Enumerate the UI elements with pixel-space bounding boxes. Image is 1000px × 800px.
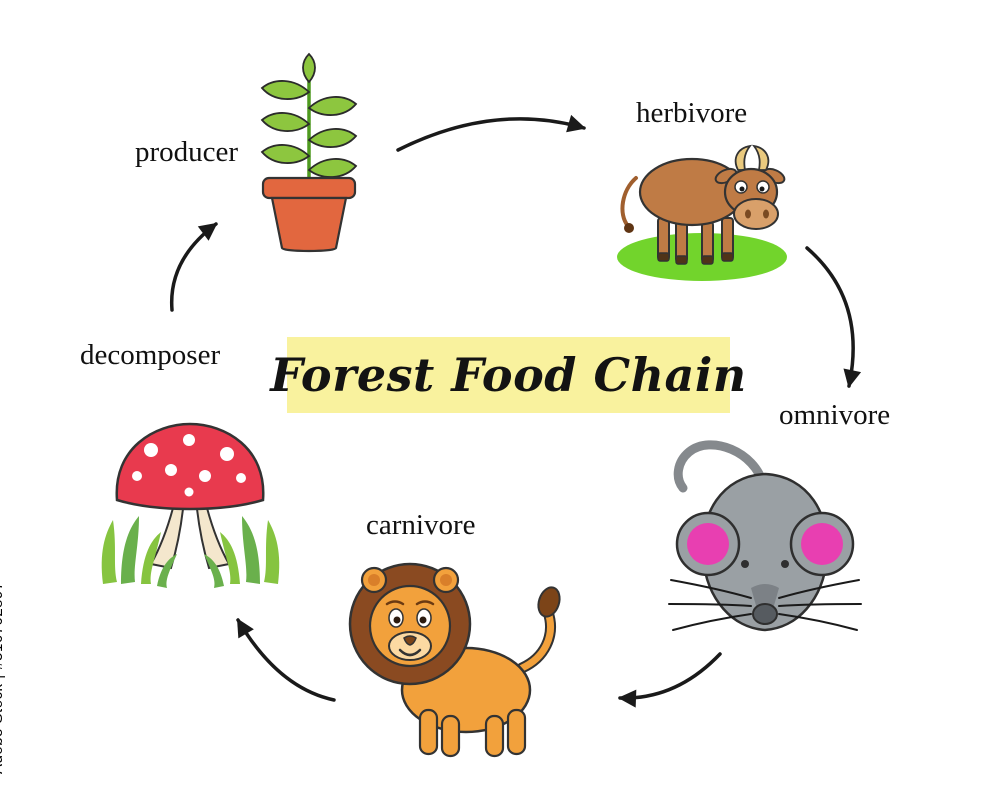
grass-blade: [121, 516, 139, 584]
plant-leaf: [260, 112, 311, 132]
pot-body: [270, 196, 348, 253]
lion-inner-ear: [368, 574, 380, 586]
mushroom-spot: [199, 470, 211, 482]
mushroom-spot: [236, 473, 246, 483]
lion-pupil: [393, 616, 401, 624]
watermark-text: Adobe Stock | #516702897: [0, 581, 6, 774]
lion-muzzle: [388, 631, 432, 661]
lion-pupil: [419, 616, 427, 624]
mushroom-spot: [144, 443, 158, 457]
mushroom-spot: [183, 434, 195, 446]
lion-inner-ear: [440, 574, 452, 586]
grass-blade: [220, 532, 240, 584]
cow-nostril: [763, 209, 769, 219]
label-carnivore: carnivore: [366, 509, 476, 541]
plant-leaf: [307, 158, 358, 178]
label-herbivore: herbivore: [636, 97, 748, 129]
plant-leaf: [307, 96, 358, 116]
cow-pupil: [759, 186, 765, 192]
grass-blade: [141, 532, 161, 584]
lion-leg: [506, 708, 527, 756]
plant-leaf: [307, 128, 358, 148]
mushroom-illustration: [101, 422, 280, 588]
grass-blade: [101, 520, 117, 584]
mouse-whisker: [672, 613, 752, 631]
mushroom-spot: [132, 471, 142, 481]
plant-leaf: [260, 144, 311, 164]
lion-leg: [440, 714, 461, 758]
lion-tail: [518, 608, 554, 672]
lion-mouth: [398, 648, 422, 657]
arrow-producer-to-herbivore: [396, 114, 586, 152]
lion-illustration: [348, 562, 561, 758]
cow-hoof: [721, 252, 734, 262]
arrow-decomposer-to-producer: [169, 222, 218, 312]
label-omnivore: omnivore: [779, 399, 891, 431]
diagram-title: Forest Food Chain: [270, 348, 747, 402]
mouse-inner-ear: [687, 523, 729, 565]
grass-blade: [204, 554, 224, 588]
lion-eyebrow: [385, 600, 405, 606]
mouse-nose: [752, 603, 778, 625]
cow-hoof: [701, 255, 714, 265]
cow-muzzle: [733, 198, 779, 230]
lion-nose: [403, 635, 417, 646]
grass-blade: [157, 554, 177, 588]
cow-hoof: [675, 255, 688, 265]
potted-plant-illustration: [260, 52, 358, 253]
mouse-tail: [673, 440, 768, 493]
arrow-herbivore-to-omnivore: [805, 246, 862, 388]
mouse-eye: [741, 560, 749, 568]
lion-leg: [418, 708, 439, 756]
pot-rim: [261, 176, 357, 200]
mouse-whisker: [668, 603, 752, 607]
mouse-whisker: [670, 579, 752, 599]
cow-tail: [620, 176, 638, 228]
cow-tail-tuft: [624, 223, 634, 233]
lion-eyebrow: [415, 600, 435, 606]
cow-nostril: [745, 209, 751, 219]
grass-blade: [242, 516, 260, 584]
lion-leg: [484, 714, 505, 758]
lion-tail-tuft: [537, 586, 561, 618]
mouse-inner-ear: [801, 523, 843, 565]
mushroom-spot: [184, 487, 194, 497]
mushroom-spot: [165, 464, 177, 476]
plant-leaf: [260, 80, 311, 100]
label-decomposer: decomposer: [80, 339, 221, 371]
mouse-whisker: [778, 613, 858, 631]
mushroom-stem: [149, 506, 185, 570]
arrow-carnivore-to-decomposer: [236, 618, 336, 702]
mushroom-spot: [220, 447, 234, 461]
mouse-illustration: [668, 440, 862, 632]
mouse-eye: [781, 560, 789, 568]
plant-top-leaf: [302, 52, 316, 84]
cow-illustration: [617, 144, 787, 281]
mouse-whisker: [778, 579, 860, 599]
mouse-whisker: [778, 603, 862, 607]
cow-horn: [734, 144, 753, 171]
cow-horn: [751, 144, 770, 171]
mushroom-stem: [195, 506, 231, 570]
arrow-omnivore-to-carnivore: [618, 652, 722, 708]
label-producer: producer: [135, 136, 239, 168]
cow-pupil: [739, 186, 745, 192]
title-highlight: Forest Food Chain: [270, 337, 746, 413]
grass-blade: [264, 520, 280, 584]
cow-hoof: [657, 252, 670, 262]
